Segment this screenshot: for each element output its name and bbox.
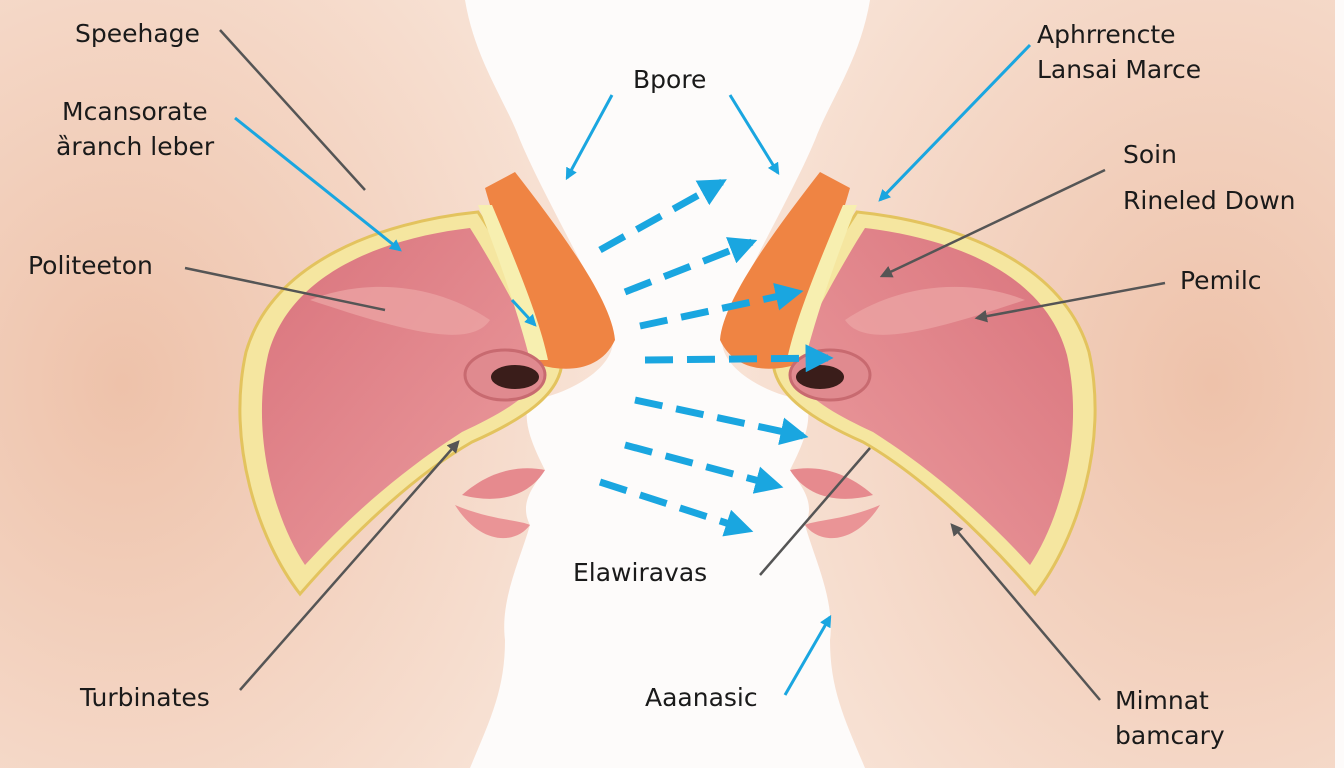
airflow-arrow <box>598 178 727 254</box>
airflow-arrow <box>634 396 809 445</box>
label-aphrrencte: Aphrrencte <box>1037 20 1176 49</box>
label-branch-leber: ȁranch leber <box>56 132 215 161</box>
label-speehage: Speehage <box>75 19 200 48</box>
label-bamcary: bamcary <box>1115 721 1225 750</box>
label-turbinates: Turbinates <box>80 683 210 712</box>
leader-lines <box>184 29 1166 701</box>
blue-pointer-lines <box>234 43 1032 696</box>
label-mcansorate: Mcansorate <box>62 97 208 126</box>
airflow-arrow <box>623 237 758 296</box>
airflow-arrow <box>644 344 834 373</box>
label-aaanasic: Aaanasic <box>645 683 758 712</box>
right-face <box>718 0 1337 768</box>
label-mimnat: Mimnat <box>1115 686 1209 715</box>
label-rineled-down: Rineled Down <box>1123 186 1296 215</box>
label-bpore: Bpore <box>633 65 707 94</box>
label-politeeton: Politeeton <box>28 251 153 280</box>
label-soin: Soin <box>1123 140 1177 169</box>
airflow-arrow <box>639 283 804 330</box>
airflow-arrow <box>624 441 784 494</box>
airflow-arrows <box>598 178 834 537</box>
label-lansai-marce: Lansai Marce <box>1037 55 1202 84</box>
label-pemilc: Pemilc <box>1180 266 1262 295</box>
label-elawiravas: Elawiravas <box>573 558 708 587</box>
airflow-arrow <box>598 478 754 537</box>
